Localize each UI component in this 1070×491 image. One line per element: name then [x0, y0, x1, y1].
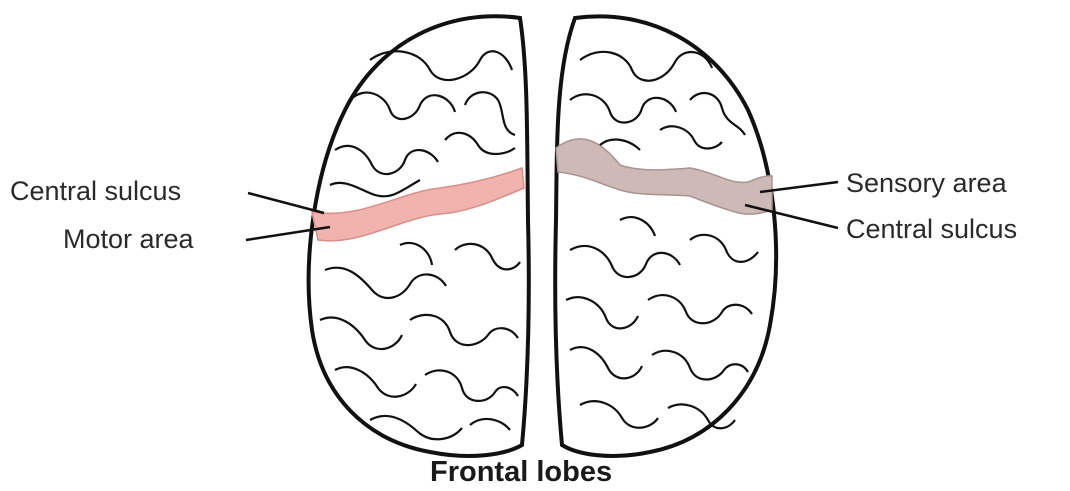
label-right-central-sulcus: Central sulcus — [846, 216, 1017, 243]
label-left-central-sulcus: Central sulcus — [10, 178, 181, 205]
left-hemisphere — [309, 16, 529, 456]
leader-left-central-sulcus — [248, 193, 324, 213]
label-sensory-area: Sensory area — [846, 170, 1007, 197]
label-motor-area: Motor area — [63, 226, 194, 253]
diagram-caption: Frontal lobes — [430, 458, 612, 487]
right-hemisphere — [555, 16, 776, 456]
right-hemisphere-outline — [555, 16, 776, 456]
